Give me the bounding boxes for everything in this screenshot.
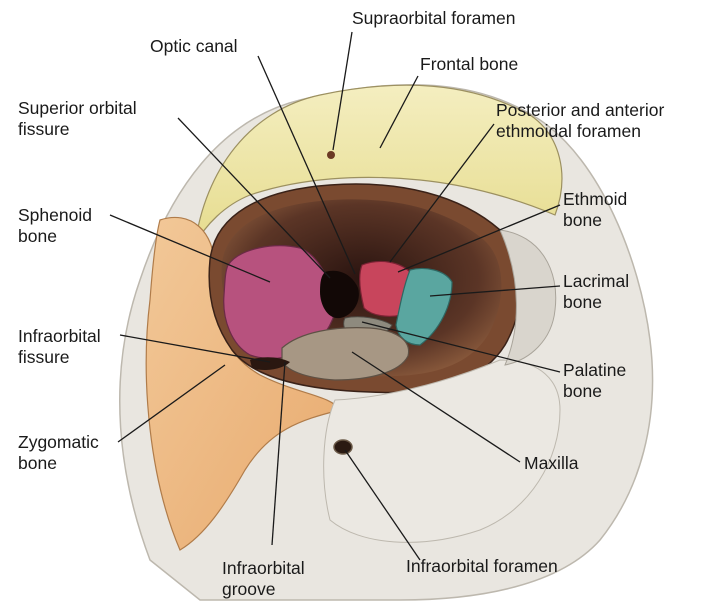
- label-line: Infraorbital foramen: [406, 556, 558, 577]
- label-line: groove: [222, 579, 305, 600]
- label-frontal-bone: Frontal bone: [420, 54, 518, 75]
- label-line: Infraorbital: [18, 326, 101, 347]
- label-line: Superior orbital: [18, 98, 137, 119]
- label-line: bone: [563, 210, 627, 231]
- label-infraorbital-groove: Infraorbital groove: [222, 558, 305, 600]
- label-infraorbital-foramen: Infraorbital foramen: [406, 556, 558, 577]
- label-superior-orbital-fissure: Superior orbital fissure: [18, 98, 137, 140]
- label-ethmoid-bone: Ethmoid bone: [563, 189, 627, 231]
- label-line: Lacrimal: [563, 271, 629, 292]
- label-line: bone: [18, 226, 92, 247]
- label-line: Zygomatic: [18, 432, 99, 453]
- label-line: Palatine: [563, 360, 626, 381]
- label-maxilla: Maxilla: [524, 453, 578, 474]
- label-line: fissure: [18, 119, 137, 140]
- label-line: fissure: [18, 347, 101, 368]
- label-lacrimal-bone: Lacrimal bone: [563, 271, 629, 313]
- label-palatine-bone: Palatine bone: [563, 360, 626, 402]
- supraorbital-foramen-dot: [327, 151, 335, 159]
- label-line: Ethmoid: [563, 189, 627, 210]
- label-zygomatic-bone: Zygomatic bone: [18, 432, 99, 474]
- label-line: bone: [18, 453, 99, 474]
- label-supraorbital-foramen: Supraorbital foramen: [352, 8, 515, 29]
- label-line: bone: [563, 292, 629, 313]
- label-line: Posterior and anterior: [496, 100, 664, 121]
- label-line: Frontal bone: [420, 54, 518, 75]
- label-line: ethmoidal foramen: [496, 121, 664, 142]
- label-line: Supraorbital foramen: [352, 8, 515, 29]
- label-sphenoid-bone: Sphenoid bone: [18, 205, 92, 247]
- label-line: bone: [563, 381, 626, 402]
- label-infraorbital-fissure: Infraorbital fissure: [18, 326, 101, 368]
- label-optic-canal: Optic canal: [150, 36, 238, 57]
- label-line: Sphenoid: [18, 205, 92, 226]
- label-line: Optic canal: [150, 36, 238, 57]
- label-ethmoidal-foramen: Posterior and anterior ethmoidal foramen: [496, 100, 664, 142]
- infraorbital-foramen-hole: [334, 440, 352, 454]
- label-line: Maxilla: [524, 453, 578, 474]
- label-line: Infraorbital: [222, 558, 305, 579]
